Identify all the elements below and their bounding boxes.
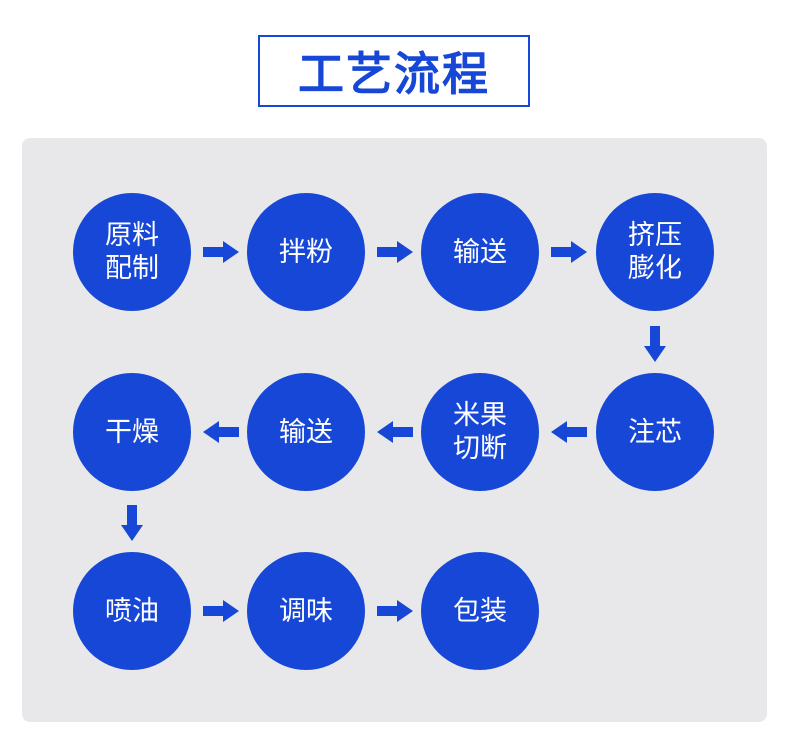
step-raw-material-prep: 原料 配制	[73, 193, 191, 311]
step-conveying-2: 输送	[247, 373, 365, 491]
arrow-right-icon	[551, 241, 587, 263]
step-oil-spraying: 喷油	[73, 552, 191, 670]
page-title: 工艺流程	[298, 47, 490, 101]
arrow-down-icon	[644, 326, 666, 362]
arrow-right-icon	[377, 600, 413, 622]
arrow-right-icon	[377, 241, 413, 263]
step-rice-cracker-cutting: 米果 切断	[421, 373, 539, 491]
arrow-left-icon	[377, 421, 413, 443]
step-drying: 干燥	[73, 373, 191, 491]
arrow-right-icon	[203, 241, 239, 263]
step-seasoning: 调味	[247, 552, 365, 670]
step-packaging: 包装	[421, 552, 539, 670]
step-extrusion-puffing: 挤压 膨化	[596, 193, 714, 311]
step-core-filling: 注芯	[596, 373, 714, 491]
arrow-right-icon	[203, 600, 239, 622]
step-powder-mixing: 拌粉	[247, 193, 365, 311]
arrow-left-icon	[203, 421, 239, 443]
arrow-down-icon	[121, 505, 143, 541]
arrow-left-icon	[551, 421, 587, 443]
title-box: 工艺流程	[258, 35, 530, 107]
step-conveying-1: 输送	[421, 193, 539, 311]
